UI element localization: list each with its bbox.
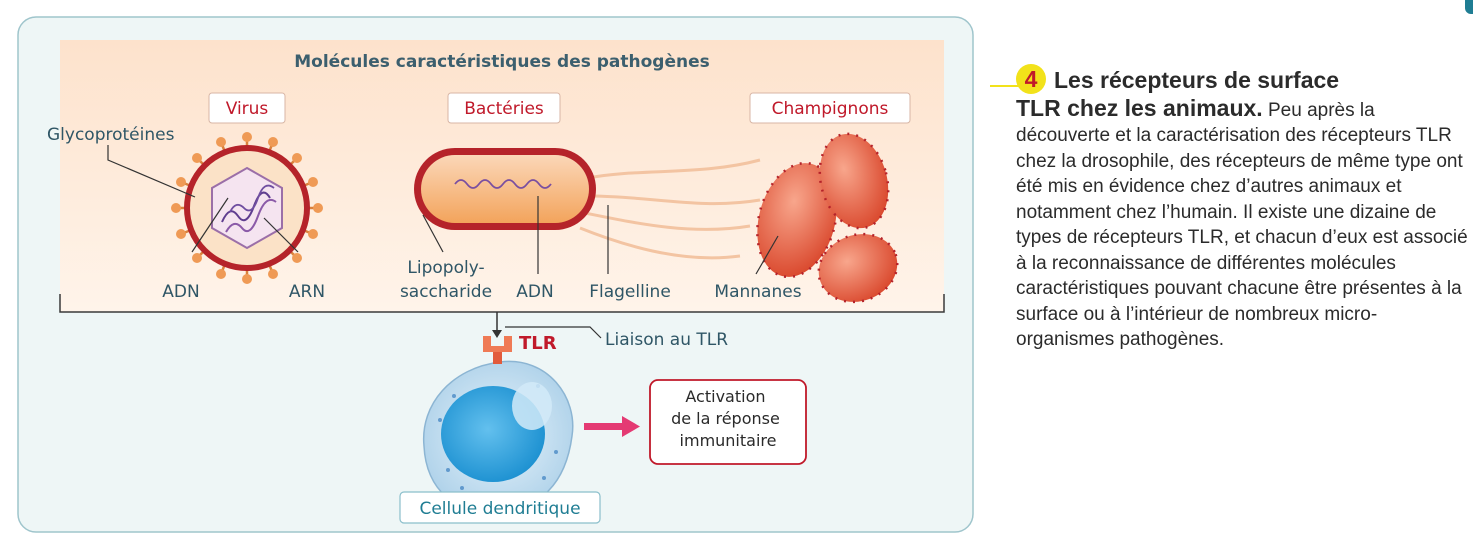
caption-heading: Les récepteurs de surface [1054, 67, 1340, 93]
glycoproteins-label: Glycoprotéines [47, 125, 175, 145]
leader-lines [107, 145, 779, 275]
flagelline-label: Flagelline [589, 282, 671, 302]
svg-text:Virus: Virus [226, 99, 269, 119]
binding-leader-line [505, 326, 602, 339]
page-edge-tab [1465, 0, 1473, 14]
dendritic-cell [422, 360, 574, 511]
activation-line-3: immunitaire [680, 431, 777, 450]
activation-box: Activation de la réponse immunitaire [649, 379, 807, 465]
bacterium-illustration [414, 148, 761, 260]
virus-illustration [171, 132, 323, 284]
cell-label: Cellule dendritique [419, 499, 580, 519]
figure-caption: 4 Les récepteurs de surface TLR chez les … [1016, 64, 1468, 353]
caption-text: Peu après la découverte et la caractéris… [1016, 99, 1468, 351]
tlr-diagram: Molécules caractéristiques des pathogène… [17, 16, 974, 533]
lipopolysaccharide-label-line1: Lipopoly- [407, 258, 484, 278]
cell-label-box: Cellule dendritique [399, 491, 601, 524]
activation-line-2: de la réponse [671, 409, 780, 428]
fungi-illustration [756, 132, 899, 304]
svg-text:Activation de la réponse: Activation de la réponse immunitaire [671, 387, 785, 450]
arn-label: ARN [289, 282, 325, 302]
tlr-label: TLR [519, 333, 557, 354]
activation-line-1: Activation [685, 387, 765, 406]
svg-text:Champignons: Champignons [772, 99, 889, 119]
adn-virus-label: ADN [162, 282, 199, 302]
tlr-receptor [483, 336, 512, 364]
mannanes-label: Mannanes [714, 282, 801, 302]
adn-bacteria-label: ADN [516, 282, 553, 302]
caption-number-badge: 4 [1016, 64, 1046, 94]
panel-bracket [59, 294, 945, 313]
activation-arrow [584, 416, 640, 437]
caption-heading-cont: TLR chez les animaux. [1016, 94, 1263, 121]
virus-tag: Virus [208, 92, 286, 124]
svg-text:Bactéries: Bactéries [464, 99, 544, 119]
fungi-tag: Champignons [749, 92, 911, 124]
caption-connector-line [990, 85, 1028, 87]
binding-label: Liaison au TLR [605, 330, 728, 350]
binding-arrow [492, 312, 502, 338]
lipopolysaccharide-label-line2: saccharide [400, 282, 492, 302]
bacteria-tag: Bactéries [447, 92, 561, 124]
panel-title: Molécules caractéristiques des pathogène… [294, 52, 710, 72]
